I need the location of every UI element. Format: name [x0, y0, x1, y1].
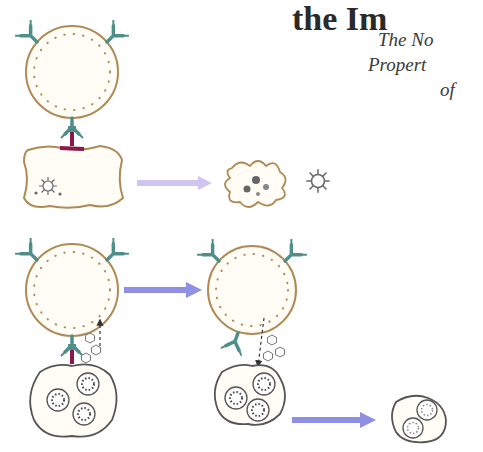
killer-cell-top — [15, 20, 129, 146]
infected-cell-bottom-left — [30, 364, 116, 436]
released-virus — [306, 169, 329, 192]
infected-cell-bottom-middle — [215, 365, 285, 425]
arrow-head — [186, 282, 202, 298]
receptor — [277, 239, 307, 269]
arrow — [292, 417, 360, 423]
faint-arrow-head — [198, 176, 212, 190]
receptor — [197, 239, 227, 269]
faint-arrow — [137, 180, 198, 186]
binding-stalk — [70, 132, 74, 146]
receptor — [99, 20, 129, 50]
killer-cell-bottom-right — [197, 239, 307, 366]
receptor — [15, 238, 45, 268]
slide-title: the Im — [292, 2, 387, 36]
arrow-head — [360, 412, 376, 428]
killer-cell-bottom-left — [15, 238, 129, 364]
receptor — [99, 238, 129, 268]
virus-particle — [39, 177, 57, 195]
subtitle-line: of — [440, 80, 455, 99]
infected-cell-top — [24, 146, 123, 208]
receptor-base — [68, 126, 76, 132]
arrow — [124, 287, 186, 293]
subtitle-line: Propert — [368, 55, 426, 74]
lysed-cell — [225, 161, 286, 207]
subtitle-line: The No — [378, 30, 433, 49]
receptor — [15, 20, 45, 50]
receptor — [221, 329, 249, 355]
dying-cell — [392, 396, 446, 443]
